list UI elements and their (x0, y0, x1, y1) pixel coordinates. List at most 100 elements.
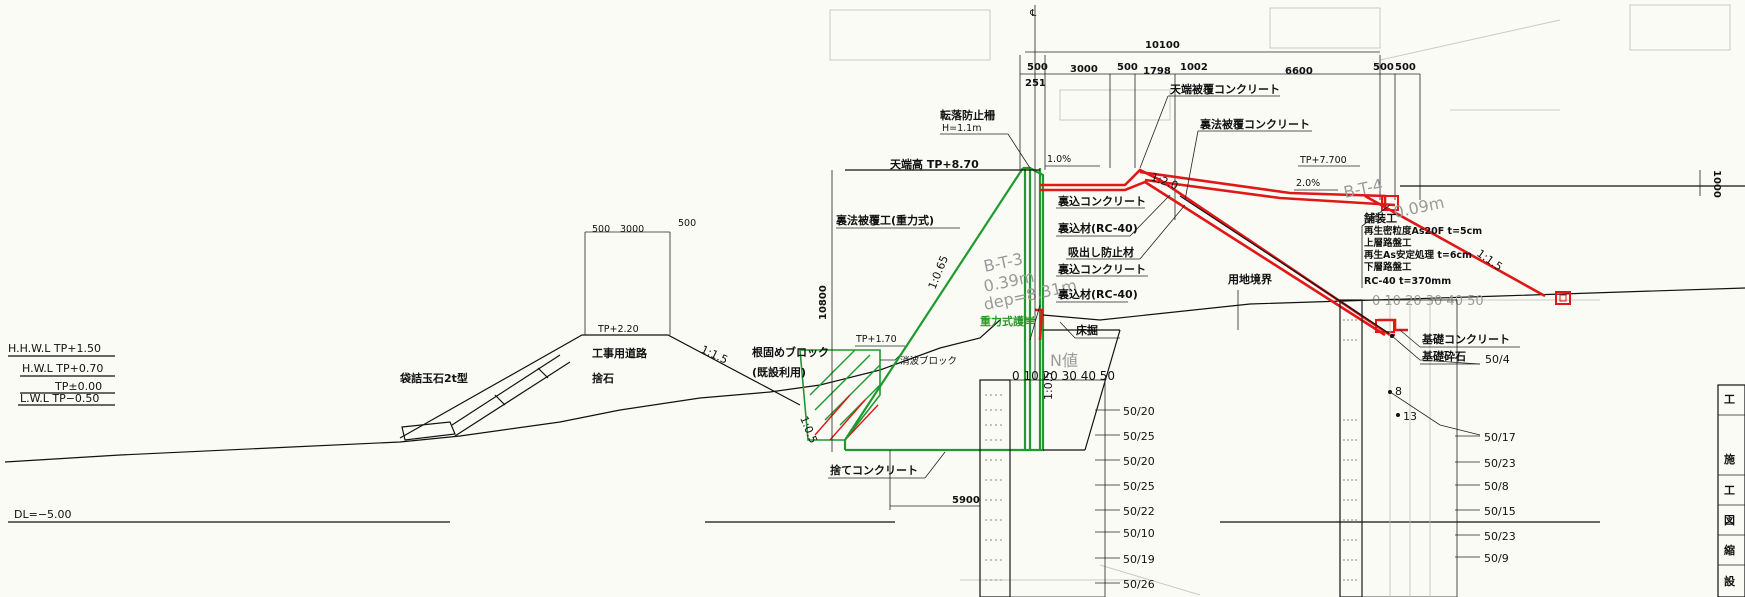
tp77-label: TP+7.700 (1299, 155, 1347, 166)
hwl-label: H.W.L TP+0.70 (22, 362, 103, 375)
dim-500a: 500 (1027, 62, 1048, 73)
road-top-level: TP+2.20 (597, 324, 639, 335)
gravity-wall-label: 重力式護岸 (980, 314, 1035, 328)
bt4-nvals: 50/17 50/23 50/8 50/15 50/23 50/9 (1455, 431, 1516, 565)
gravity-seawall: 根固めブロック (既設利用) TP+1.70 消波ブロック 1:0.65 1:0… (752, 108, 1745, 597)
n-13: 13 (1403, 410, 1417, 423)
base-concrete-label: 基礎コンクリート (1421, 332, 1510, 346)
water-levels: H.H.W.L TP+1.50 H.W.L TP+0.70 TP±0.00 L.… (8, 342, 450, 523)
tp170-label: TP+1.70 (855, 334, 897, 345)
dim-5900: 5900 (952, 495, 980, 506)
backfill-rc-2-label: 裏込材(RC-40) (1057, 287, 1138, 301)
bt3-nval-3: 50/20 (1123, 455, 1155, 468)
bt3-nval-1: 50/20 (1123, 405, 1155, 418)
road-label: 工事用道路 (592, 346, 648, 360)
title-block: 工 施 工 図 縮 設 (1717, 384, 1745, 597)
bt3-nval-6: 50/10 (1123, 527, 1155, 540)
bt4-nval-1: 50/17 (1484, 431, 1516, 444)
bt3-nval-8: 50/26 (1123, 578, 1155, 591)
bt3-nval-label: N値 (1050, 351, 1078, 370)
bt4-column-texture (1343, 319, 1359, 581)
pct1: 1.0% (1047, 154, 1071, 165)
dim-500c: 500 (1373, 62, 1394, 73)
pct2: 2.0% (1296, 178, 1320, 189)
pave-line-5: RC-40 t=370mm (1364, 276, 1451, 287)
dim-500d: 500 (1395, 62, 1416, 73)
bt3-nval-4: 50/25 (1123, 480, 1155, 493)
pave-line-3: 再生As安定処理 t=6cm (1364, 249, 1472, 261)
crown-height: 天端高 TP+8.70 (890, 157, 979, 171)
title-block-1: 工 (1724, 393, 1735, 406)
title-block-6: 設 (1724, 574, 1736, 588)
right-section: B-T-4 0.09m 舗装工 再生密粒度As20F t=5cm 上層路盤工 再… (1339, 175, 1520, 597)
ghost-lines (829, 4, 1731, 596)
leveling-concrete: 捨てコンクリート (830, 463, 918, 477)
road-slope: 1:1.5 (699, 343, 730, 367)
backfill-concrete-2-label: 裏込コンクリート (1057, 262, 1146, 276)
dim-1002: 1002 (1180, 62, 1208, 73)
road-dim-mid: 3000 (620, 224, 644, 235)
bt3-nval-5: 50/22 (1123, 505, 1155, 518)
sand-prevent-label: 吸出し防止材 (1068, 245, 1134, 259)
bt3-nvals: 50/20 50/25 50/20 50/25 50/22 50/10 50/1… (1095, 405, 1155, 591)
dim-3000: 3000 (1070, 64, 1098, 75)
backfill-concrete-label: 裏込コンクリート (1057, 194, 1146, 208)
fence-height: H=1.1m (942, 123, 981, 134)
slope-05-mid: 1:0.5 (1042, 372, 1055, 400)
bt3-nval-7: 50/19 (1123, 553, 1155, 566)
footing-block-hatch (799, 349, 881, 441)
dim-10800: 10800 (818, 285, 829, 320)
dim-1798: 1798 (1143, 66, 1171, 77)
road-dim-top: 500 (592, 224, 610, 235)
dim-6600: 6600 (1285, 66, 1313, 77)
hhwl-label: H.H.W.L TP+1.50 (8, 342, 101, 355)
rear-concrete-label: 裏法被覆コンクリート (1199, 117, 1310, 131)
bt3-column-texture (985, 394, 1005, 581)
title-block-3: 工 (1724, 484, 1735, 497)
bt4-nval-6: 50/9 (1484, 552, 1509, 565)
slope-15: 1:1.5 (1474, 247, 1505, 274)
bt4-nval-2: 50/23 (1484, 457, 1516, 470)
gravity-wall-outline (845, 166, 1045, 452)
backfill-rc-label: 裏込材(RC-40) (1057, 221, 1138, 235)
title-block-2: 施 (1724, 452, 1735, 466)
road-dim-right: 500 (678, 218, 696, 229)
temporary-road: 500 3000 500 TP+2.20 1:1.5 工事用道路 捨石 袋詰玉石… (399, 218, 801, 441)
bt4-name: B-T-4 (1342, 175, 1385, 202)
rear-gravity-label: 裏法被覆工(重力式) (835, 213, 934, 227)
svg-text:℄: ℄ (1029, 8, 1037, 19)
dim-251: 251 (1025, 78, 1046, 89)
fence-label: 転落防止柵 (940, 108, 995, 122)
bt4-nval-4: 50/15 (1484, 505, 1516, 518)
pave-line-4: 下層路盤工 (1364, 261, 1412, 273)
rubble-label: 捨石 (592, 371, 614, 385)
bt3-scale: 0 10 20 30 40 50 (1012, 369, 1115, 383)
crest-structure: ℄ 10100 500 251 3000 500 1798 1002 6600 … (1019, 5, 1745, 380)
bt4-scale: 0 10 20 30 40 50 (1372, 294, 1484, 309)
lwl-label: L.W.L TP−0.50 (20, 392, 99, 405)
crown-concrete-label: 天端被覆コンクリート (1170, 82, 1280, 96)
slope-05-left: 1:0.5 (797, 414, 820, 445)
dim-500b: 500 (1117, 62, 1138, 73)
pave-label: 舗装工 (1363, 211, 1397, 225)
reused-label: (既設利用) (752, 365, 806, 379)
footing-block-label: 根固めブロック (752, 345, 829, 359)
bt4-nval-5: 50/23 (1484, 530, 1516, 543)
stone-label: 袋詰玉石2t型 (399, 371, 468, 385)
base-stone-label: 基礎砕石 (1421, 349, 1466, 363)
title-block-4: 図 (1724, 513, 1735, 527)
n-top: 50/4 (1485, 353, 1510, 366)
wave-block-label: 消波ブロック (900, 355, 957, 367)
bt4-nval-3: 50/8 (1484, 480, 1509, 493)
pave-line-1: 再生密粒度As20F t=5cm (1364, 225, 1482, 237)
pave-line-2: 上層路盤工 (1364, 237, 1412, 249)
dim-1000: 1000 (1711, 170, 1722, 198)
tp0-label: TP±0.00 (54, 380, 102, 393)
n-8: 8 (1395, 385, 1402, 398)
boundary-label: 用地境界 (1228, 272, 1272, 286)
dl-label: DL=−5.00 (14, 508, 72, 521)
title-block-5: 縮 (1724, 543, 1735, 557)
dim-10100: 10100 (1145, 40, 1180, 51)
